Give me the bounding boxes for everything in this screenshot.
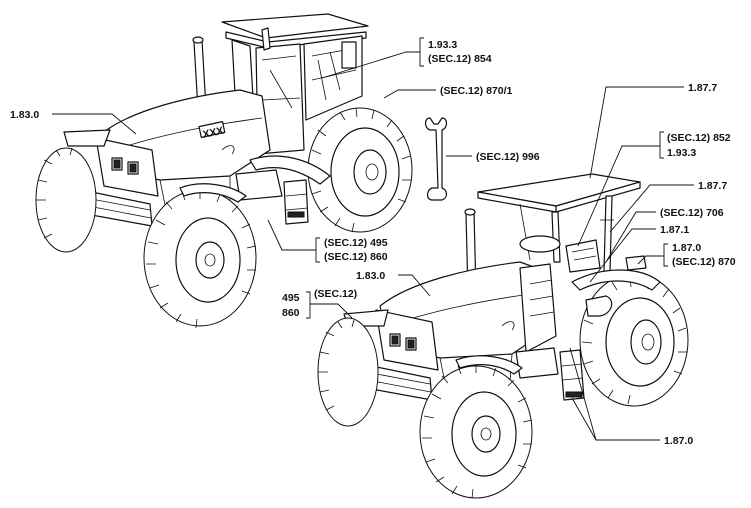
label-bottom-hood: 1.83.0: [356, 270, 385, 282]
label-bottom-d: 1.87.1: [660, 224, 689, 236]
label-bottom-steps: 1.87.0: [664, 435, 693, 447]
wrench-icon: [424, 117, 448, 201]
label-top-cab-1: 1.93.3: [428, 39, 457, 51]
label-bottom-a1: (SEC.12) 852: [667, 132, 731, 144]
front-wheel-right-top: [143, 189, 257, 329]
label-bottom-left-c: (SEC.12): [314, 288, 357, 300]
rear-wheel-bottom: [579, 273, 689, 407]
rear-wheel-top: [307, 107, 413, 233]
callout-labels: 1.83.0 1.93.3 (SEC.12) 854 (SEC.12) 870/…: [10, 39, 736, 447]
fender-steps-top: [179, 155, 331, 225]
front-wheel-right-bottom: [419, 364, 533, 499]
label-top-wheel-1: (SEC.12) 495: [324, 237, 388, 249]
tractor-with-cab: XXX: [35, 13, 413, 329]
fender-steps-bottom: [455, 255, 661, 401]
label-bottom-e2: (SEC.12) 870: [672, 256, 736, 268]
label-top-wheel-2: (SEC.12) 860: [324, 251, 388, 263]
front-grille-top: [63, 129, 159, 227]
operator-station-bottom: [519, 235, 613, 317]
label-bottom-roof: 1.87.7: [688, 82, 717, 94]
label-bottom-c: (SEC.12) 706: [660, 207, 724, 219]
label-top-cab-2: (SEC.12) 854: [428, 53, 492, 65]
leader-lines: [52, 37, 694, 441]
label-bottom-b: 1.87.7: [698, 180, 727, 192]
canopy-roof: [477, 173, 641, 273]
label-top-hood: 1.83.0: [10, 109, 39, 121]
front-wheel-left-bottom: [317, 317, 379, 427]
label-top-cab-3: (SEC.12) 870/1: [440, 85, 513, 97]
front-wheel-left-top: [35, 147, 97, 253]
label-bottom-a2: 1.93.3: [667, 147, 696, 159]
label-bottom-left-b: 860: [282, 307, 300, 319]
model-badge: XXX: [202, 125, 225, 141]
label-bottom-left-a: 495: [282, 292, 300, 304]
label-bottom-e1: 1.87.0: [672, 242, 701, 254]
label-wrench: (SEC.12) 996: [476, 151, 540, 163]
